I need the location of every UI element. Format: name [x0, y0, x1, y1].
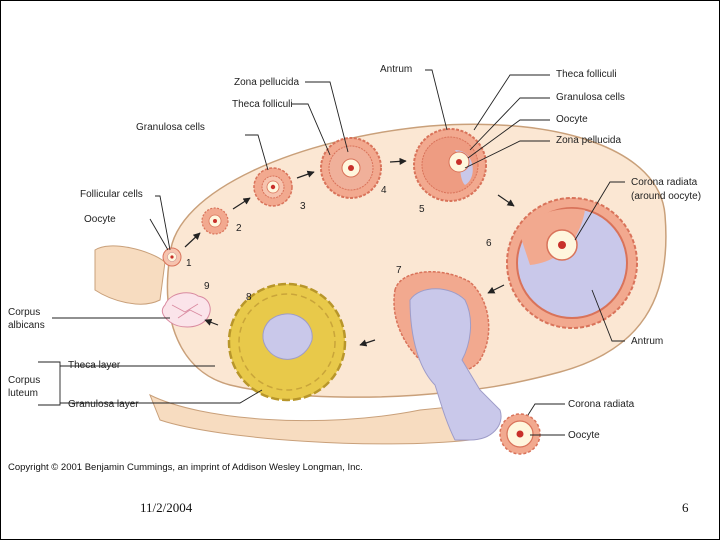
stage-number-2: 2 — [236, 223, 242, 234]
label-theca-folliculi-left: Theca folliculi — [232, 99, 293, 110]
label-granulosa-layer: Granulosa layer — [68, 399, 139, 410]
label-antrum-bottom: Antrum — [631, 336, 663, 347]
slide-page-number: 6 — [682, 500, 689, 515]
stage-number-7: 7 — [396, 265, 402, 276]
stage-number-8: 8 — [246, 292, 252, 303]
arrow-3-to-4 — [296, 170, 315, 179]
stage-number-3: 3 — [300, 201, 306, 212]
arrow-7-to-8 — [359, 339, 376, 347]
follicle-stage-1 — [162, 247, 182, 267]
arrow-1-to-2 — [184, 232, 201, 248]
label-corona-radiata-bottom: Corona radiata — [568, 399, 635, 410]
label-corpus-albicans-1: Corpus — [8, 307, 40, 318]
follicle-stage-3 — [253, 167, 293, 207]
follicle-stage-6 — [506, 197, 638, 329]
label-follicular-cells: Follicular cells — [80, 189, 143, 200]
label-oocyte-right: Oocyte — [556, 114, 588, 125]
released-oocyte — [499, 413, 541, 455]
label-corpus-albicans-2: albicans — [8, 320, 45, 331]
follicle-stage-4 — [320, 137, 382, 199]
stage-number-4: 4 — [381, 185, 387, 196]
stage-number-6: 6 — [486, 238, 492, 249]
label-granulosa-cells-left: Granulosa cells — [136, 122, 205, 133]
follicle-stage-2 — [201, 207, 229, 235]
label-corpus-luteum-1: Corpus — [8, 375, 40, 386]
arrow-4-to-5 — [389, 157, 407, 165]
arrow-5-to-6 — [497, 194, 515, 207]
label-oocyte-left: Oocyte — [84, 214, 116, 225]
ovarian-ligament — [94, 245, 166, 305]
corpus-luteum — [227, 282, 347, 402]
label-theca-layer: Theca layer — [68, 360, 121, 371]
label-antrum-top: Antrum — [380, 64, 412, 75]
label-zona-pellucida-right: Zona pellucida — [556, 135, 621, 146]
slide-date: 11/2/2004 — [140, 500, 193, 515]
arrow-2-to-3 — [232, 197, 251, 210]
stage-number-5: 5 — [419, 204, 425, 215]
label-oocyte-bottom: Oocyte — [568, 430, 600, 441]
mesovarium — [149, 393, 471, 445]
label-zona-pellucida-left: Zona pellucida — [234, 77, 299, 88]
label-corona-radiata-around-1: Corona radiata — [631, 177, 698, 188]
label-corona-radiata-around-2: (around oocyte) — [631, 191, 701, 202]
label-corpus-luteum-2: luteum — [8, 388, 38, 399]
label-theca-folliculi-right: Theca folliculi — [556, 69, 617, 80]
leader-lines — [38, 69, 625, 436]
follicle-stage-7-ovulation — [393, 270, 502, 441]
arrow-8-to-9 — [204, 318, 219, 326]
stage-number-9: 9 — [204, 281, 210, 292]
arrow-6-to-7 — [487, 284, 505, 294]
copyright-notice: Copyright © 2001 Benjamin Cummings, an i… — [8, 462, 363, 473]
stage-number-1: 1 — [186, 258, 192, 269]
follicle-stage-5 — [413, 128, 487, 202]
label-granulosa-cells-right: Granulosa cells — [556, 92, 625, 103]
corpus-albicans — [161, 292, 211, 328]
